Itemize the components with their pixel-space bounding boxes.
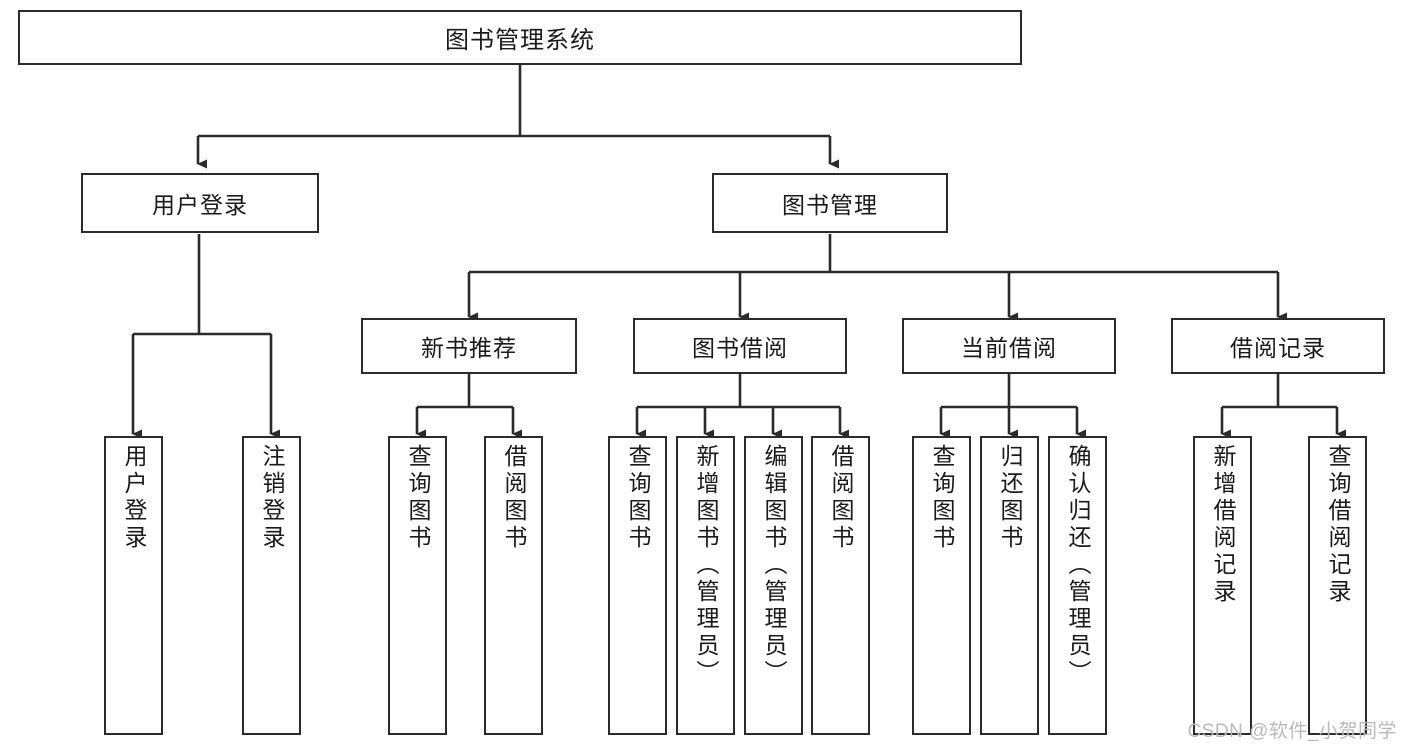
leaf-add-book-admin[interactable]: 新增图书（管理员） — [676, 436, 735, 735]
leaf-return-book[interactable]: 归还图书 — [980, 436, 1039, 735]
node-current-borrow[interactable]: 当前借阅 — [902, 318, 1116, 374]
csdn-watermark: CSDN @软件_小贺同学 — [1187, 721, 1397, 742]
node-user-login[interactable]: 用户登录 — [81, 173, 319, 233]
leaf-borrow-book-borrow-label: 借阅图书 — [828, 444, 854, 552]
node-borrow-records-label: 借阅记录 — [1230, 335, 1326, 361]
leaf-confirm-return-admin[interactable]: 确认归还（管理员） — [1048, 436, 1107, 735]
leaf-user-login-label: 用户登录 — [121, 444, 147, 552]
leaf-add-book-admin-label: 新增图书（管理员） — [693, 444, 719, 687]
node-root-label: 图书管理系统 — [445, 27, 595, 54]
node-current-borrow-label: 当前借阅 — [961, 335, 1057, 361]
leaf-query-book-newbook-label: 查询图书 — [405, 444, 431, 552]
leaf-logout[interactable]: 注销登录 — [242, 436, 301, 735]
node-book-borrow[interactable]: 图书借阅 — [633, 318, 847, 374]
leaf-user-login[interactable]: 用户登录 — [104, 436, 163, 735]
node-new-book-recommend-label: 新书推荐 — [421, 335, 517, 361]
node-root[interactable]: 图书管理系统 — [18, 10, 1022, 65]
leaf-edit-book-admin[interactable]: 编辑图书（管理员） — [744, 436, 803, 735]
leaf-query-book-current[interactable]: 查询图书 — [912, 436, 971, 735]
leaf-borrow-book-borrow[interactable]: 借阅图书 — [811, 436, 870, 735]
leaf-return-book-label: 归还图书 — [997, 444, 1023, 552]
leaf-logout-label: 注销登录 — [259, 444, 285, 552]
leaf-query-book-borrow[interactable]: 查询图书 — [608, 436, 667, 735]
node-book-borrow-label: 图书借阅 — [692, 335, 788, 361]
leaf-query-borrow-record-label: 查询借阅记录 — [1325, 444, 1351, 606]
leaf-edit-book-admin-label: 编辑图书（管理员） — [761, 444, 787, 687]
node-new-book-recommend[interactable]: 新书推荐 — [361, 318, 577, 374]
leaf-query-borrow-record[interactable]: 查询借阅记录 — [1308, 436, 1367, 735]
node-book-management[interactable]: 图书管理 — [712, 173, 948, 233]
node-book-management-label: 图书管理 — [782, 192, 878, 218]
leaf-borrow-book-newbook[interactable]: 借阅图书 — [484, 436, 543, 735]
leaf-query-book-borrow-label: 查询图书 — [625, 444, 651, 552]
leaf-add-borrow-record-label: 新增借阅记录 — [1210, 444, 1236, 606]
leaf-confirm-return-admin-label: 确认归还（管理员） — [1065, 444, 1091, 687]
leaf-add-borrow-record[interactable]: 新增借阅记录 — [1193, 436, 1252, 735]
node-borrow-records[interactable]: 借阅记录 — [1171, 318, 1385, 374]
leaf-borrow-book-newbook-label: 借阅图书 — [501, 444, 527, 552]
leaf-query-book-newbook[interactable]: 查询图书 — [388, 436, 447, 735]
leaf-query-book-current-label: 查询图书 — [929, 444, 955, 552]
node-user-login-label: 用户登录 — [152, 192, 248, 218]
